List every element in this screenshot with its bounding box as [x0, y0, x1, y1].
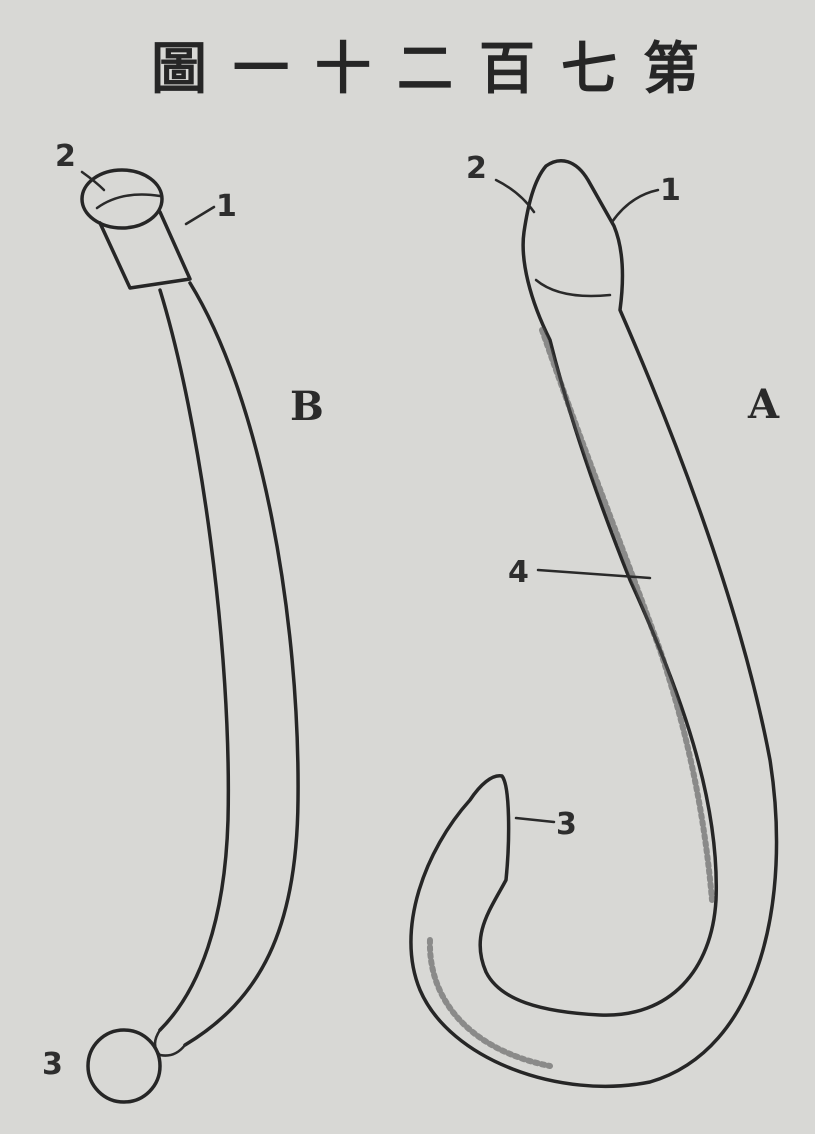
specimen-b-bottom-bulb: [88, 1030, 160, 1102]
specimen-a-callouts: 2 1 4 3: [466, 151, 681, 842]
figure-title-glyph: 十: [315, 36, 371, 102]
specimen-a-body-outline: [411, 161, 777, 1087]
specimen-b-tube-outer-wall: [185, 283, 298, 1045]
callout-b-1: 1: [216, 189, 237, 224]
figure-title-glyph: 七: [561, 36, 617, 102]
specimen-b-disc-rim: [97, 195, 160, 209]
figure-title-glyph: 百: [479, 36, 535, 102]
specimen-a-hook-shading: [430, 940, 550, 1066]
callout-a-4: 4: [508, 555, 529, 590]
figure-title-glyph: 二: [397, 36, 453, 102]
panel-label-a: A: [747, 381, 780, 428]
leader-a-3: [516, 818, 554, 822]
panel-label-b: B: [290, 383, 324, 430]
callout-a-3: 3: [556, 807, 577, 842]
callout-a-2: 2: [466, 151, 487, 186]
callout-a-1: 1: [660, 173, 681, 208]
specimen-a: [411, 161, 777, 1087]
figure-title-glyph: 一: [233, 36, 289, 102]
figure-title: 圖一十二百七第: [151, 36, 699, 102]
specimen-b-tube-inner-wall: [160, 290, 228, 1030]
specimen-b-tube-end: [155, 1030, 185, 1056]
specimen-b: [82, 170, 298, 1102]
figure-title-glyph: 第: [643, 36, 699, 102]
specimen-b-top-disc: [82, 170, 162, 228]
specimen-b-callouts: 2 1 3: [42, 139, 237, 1082]
leader-a-1: [612, 190, 658, 222]
leader-b-1: [186, 207, 214, 224]
callout-b-3: 3: [42, 1047, 63, 1082]
specimen-a-head-fold: [536, 280, 610, 296]
figure-title-glyph: 圖: [151, 36, 207, 102]
callout-b-2: 2: [55, 139, 76, 174]
